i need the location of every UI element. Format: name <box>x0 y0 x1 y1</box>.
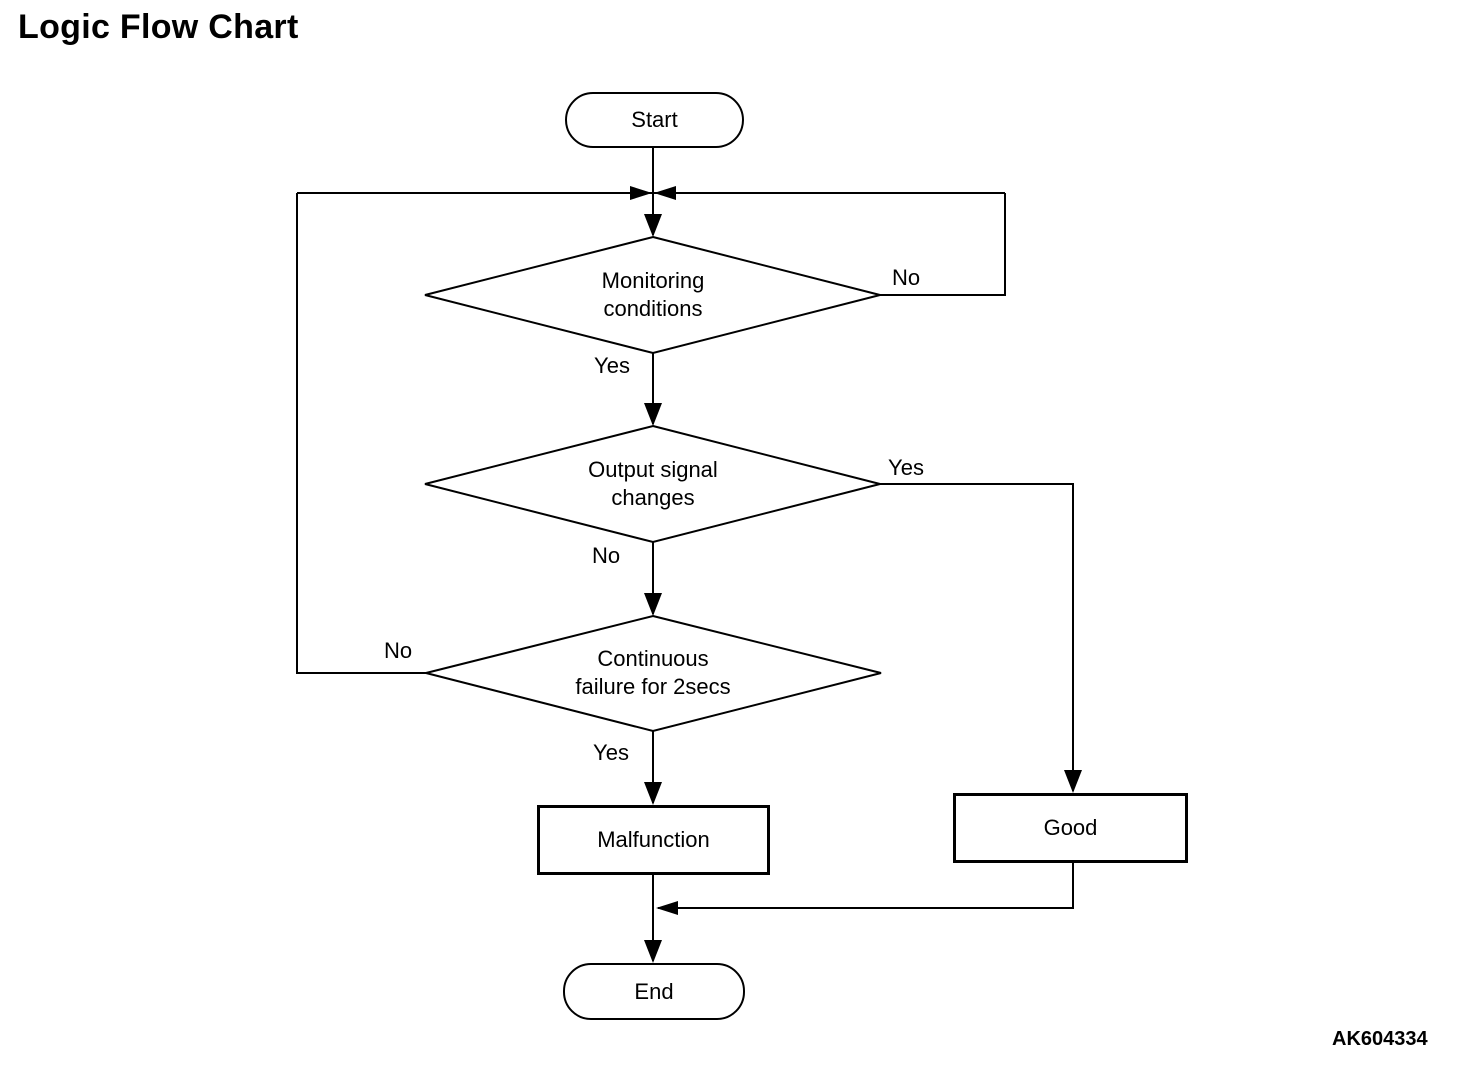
arrowhead-into-good <box>1064 770 1082 793</box>
start-node-label: Start <box>631 107 678 132</box>
edge-output-to-good <box>880 483 1074 791</box>
arrowhead-merge-into-end-line <box>656 901 678 915</box>
decision-output-label: Output signal changes <box>588 457 718 510</box>
arrowhead-right-loop-into-junction <box>654 186 676 200</box>
end-node: End <box>563 963 745 1020</box>
page-title: Logic Flow Chart <box>18 8 299 46</box>
good-node-label: Good <box>1043 815 1098 840</box>
arrowhead-into-output <box>644 403 662 426</box>
label-output-no: No <box>591 543 621 568</box>
figure-id: AK604334 <box>1332 1028 1428 1050</box>
arrowhead-into-malfunction <box>644 782 662 805</box>
arrowhead-into-end <box>644 940 662 963</box>
start-node: Start <box>565 92 744 148</box>
label-output-yes: Yes <box>888 455 924 480</box>
label-continuous-yes: Yes <box>593 740 629 765</box>
edge-right-loop <box>880 193 1006 296</box>
edge-left-loop <box>296 193 426 674</box>
malfunction-node-label: Malfunction <box>597 827 710 852</box>
label-continuous-no: No <box>383 638 413 663</box>
good-node: Good <box>953 793 1188 863</box>
label-monitoring-no: No <box>891 265 921 290</box>
decision-monitoring-shape <box>424 235 881 355</box>
decision-output-shape <box>424 424 881 544</box>
label-monitoring-yes: Yes <box>594 353 630 378</box>
decision-monitoring-label: Monitoring conditions <box>601 268 705 321</box>
arrowhead-into-monitoring <box>644 214 662 237</box>
decision-continuous-shape <box>425 614 882 733</box>
malfunction-node: Malfunction <box>537 805 770 875</box>
arrowhead-into-continuous <box>644 593 662 616</box>
decision-continuous-label: Continuous failure for 2secs <box>575 646 731 699</box>
edge-good-to-merge <box>658 863 1074 909</box>
arrowhead-left-loop-into-junction <box>630 186 652 200</box>
end-node-label: End <box>634 978 674 1004</box>
